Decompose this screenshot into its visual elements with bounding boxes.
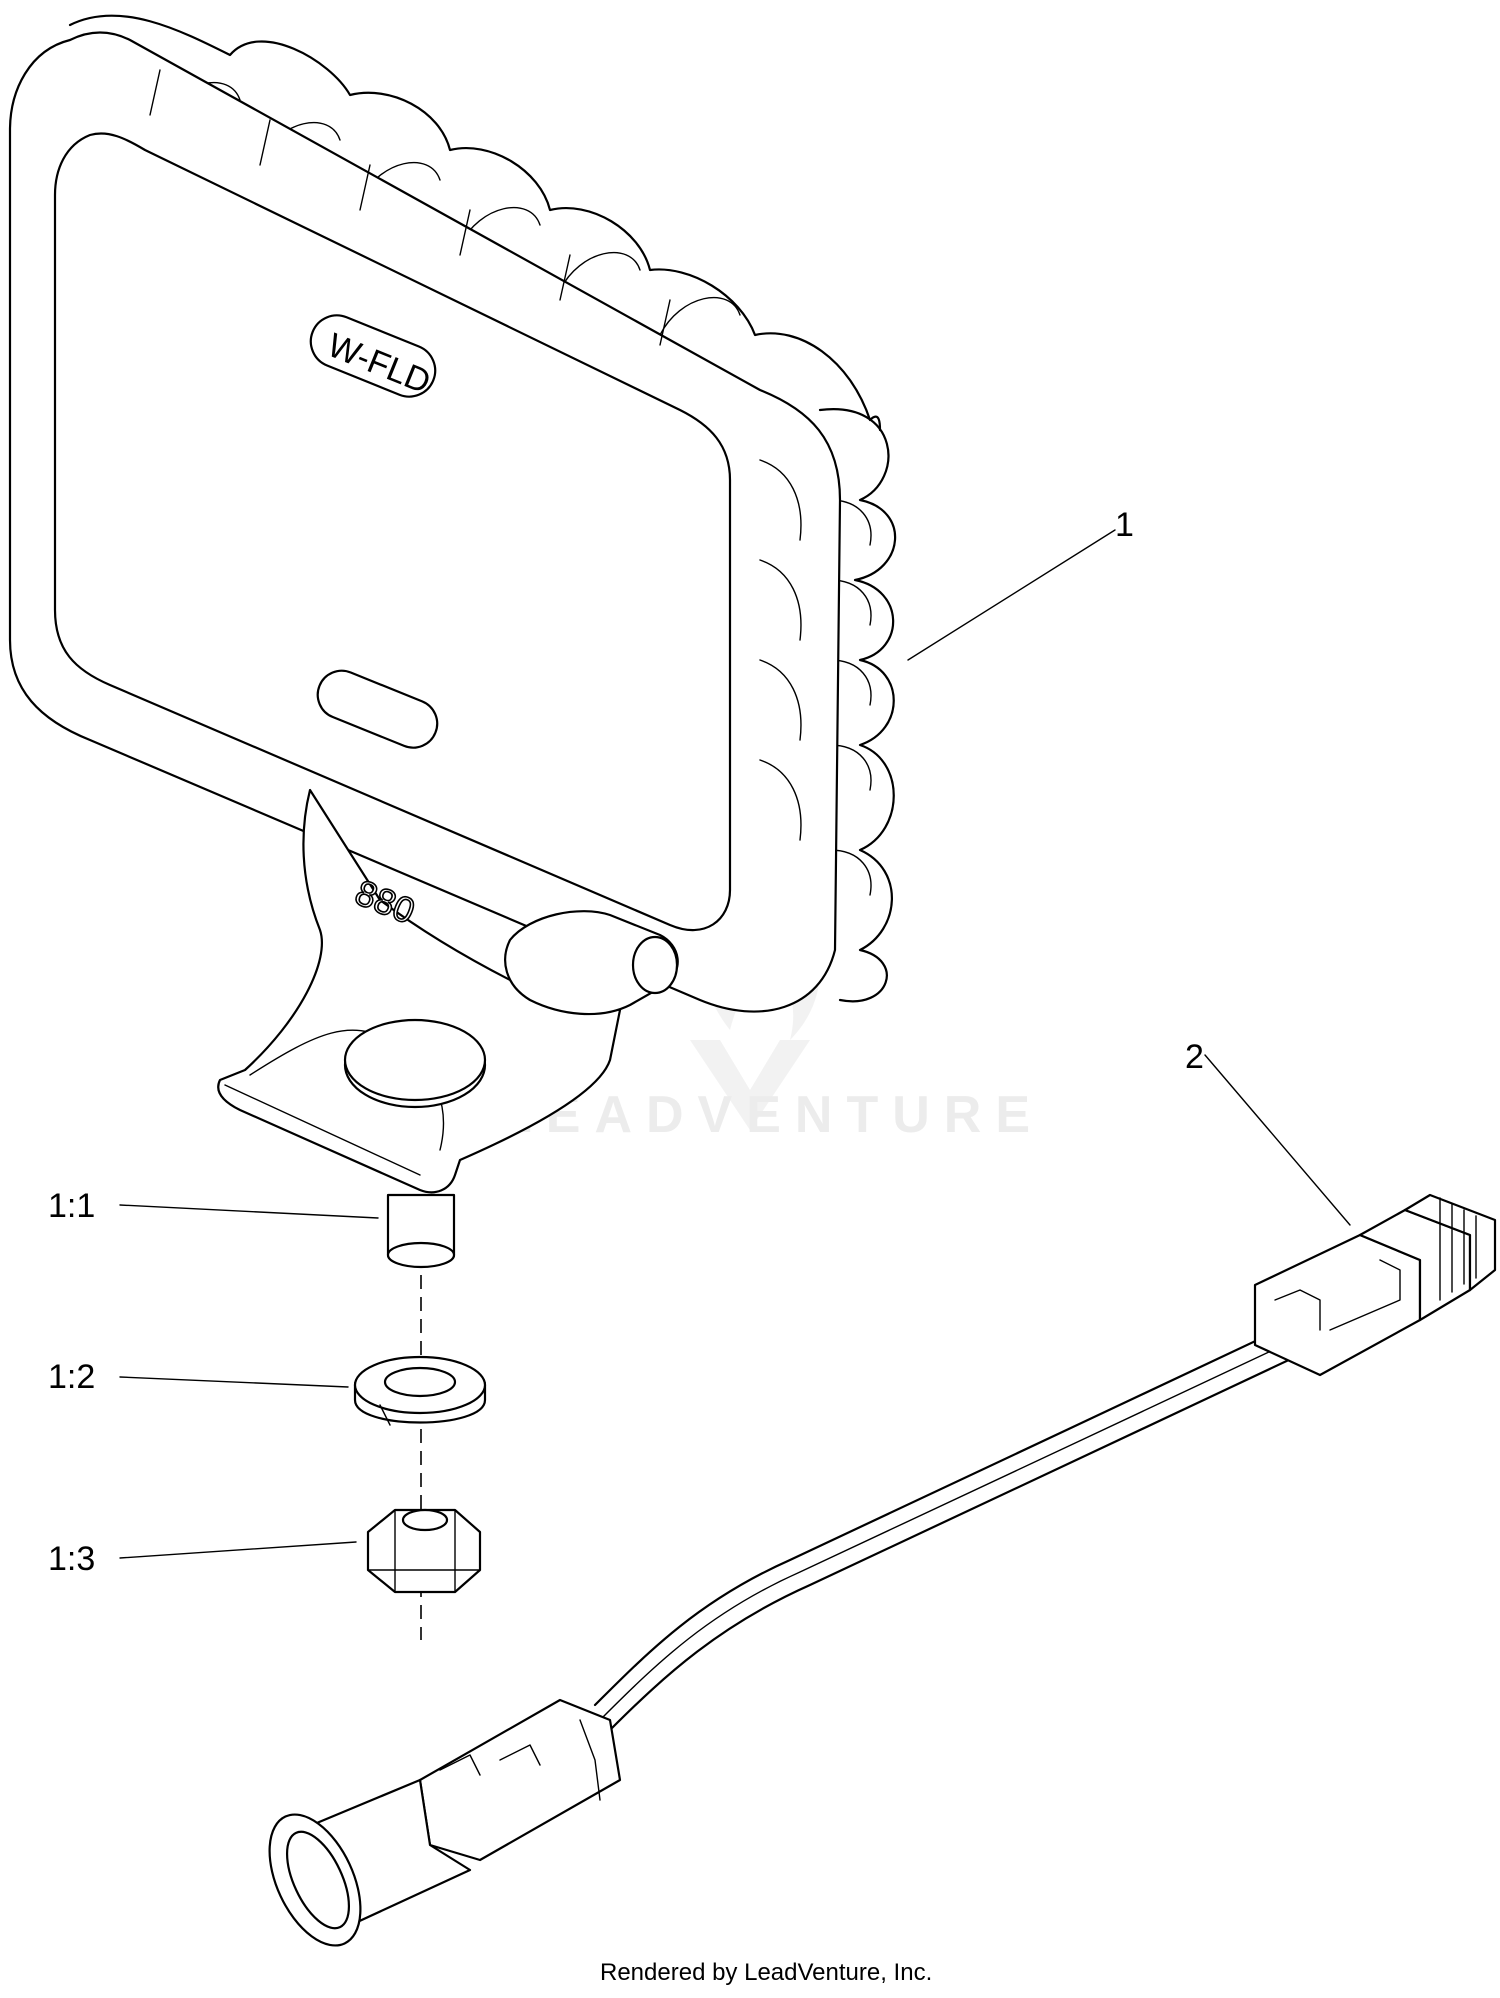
leader-lines xyxy=(119,529,1351,1559)
lens-slot xyxy=(316,669,439,749)
callout-1: 1 xyxy=(1115,506,1134,544)
footer-credit: Rendered by LeadVenture, Inc. xyxy=(600,1959,932,1986)
mounting-stud xyxy=(386,1193,456,1269)
callout-1-3: 1:3 xyxy=(48,1540,95,1578)
leader-line-1-1 xyxy=(119,1204,379,1219)
watermark-text: LEADVENTURE xyxy=(500,1086,1044,1144)
harness-connector-bottom xyxy=(268,1698,622,1947)
callouts: 1 2 1:1 1:2 1:3 xyxy=(48,506,1204,1578)
leader-line-2 xyxy=(1204,1054,1351,1226)
hex-nut xyxy=(366,1508,482,1594)
leader-line-1-2 xyxy=(119,1376,349,1388)
work-lamp: W-FLD 880 xyxy=(8,14,897,1194)
callout-2: 2 xyxy=(1185,1038,1204,1076)
harness-connector-top xyxy=(1253,1193,1497,1377)
callout-1-2: 1:2 xyxy=(48,1358,95,1396)
lock-washer xyxy=(353,1355,487,1426)
leader-line-1 xyxy=(907,529,1116,661)
wiring-harness xyxy=(268,1193,1497,1947)
leader-line-1-3 xyxy=(119,1541,357,1559)
callout-1-1: 1:1 xyxy=(48,1187,95,1225)
